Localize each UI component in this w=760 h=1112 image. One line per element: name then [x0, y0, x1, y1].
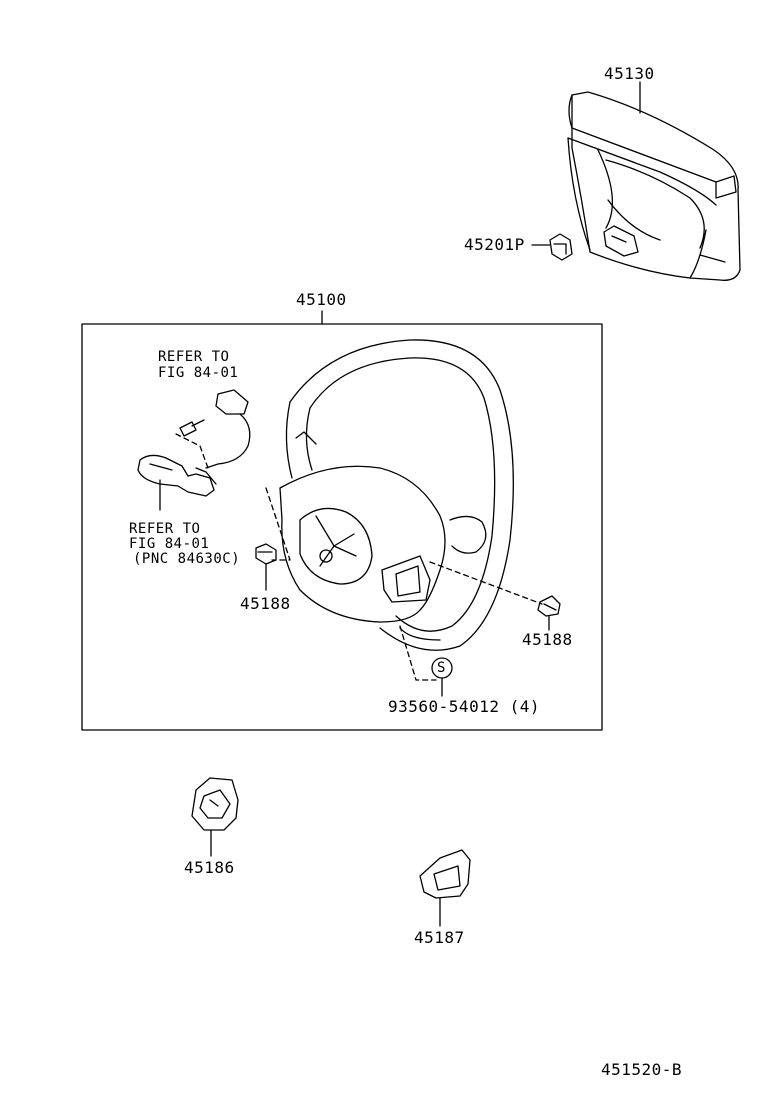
label-45186: 45186 [184, 858, 235, 877]
switch-harness [137, 389, 251, 497]
ref2-line2: FIG 84-01 [129, 536, 210, 552]
steering-wheel [279, 339, 514, 651]
label-45201p: 45201P [464, 235, 525, 254]
label-45100: 45100 [296, 290, 347, 309]
label-45188-right: 45188 [522, 630, 573, 649]
figure-id: 451520-B [601, 1060, 683, 1079]
ref2-line1: REFER TO [129, 521, 201, 537]
screw-symbol-letter: S [437, 660, 446, 676]
cover-45187 [419, 849, 471, 899]
ref1-line1: REFER TO [158, 349, 230, 365]
ref2-line3: (PNC 84630C) [133, 551, 241, 567]
screw-small [179, 419, 205, 437]
label-45187: 45187 [414, 928, 465, 947]
airbag-pad-45130 [567, 91, 741, 281]
bolt-45188-left [255, 543, 277, 565]
label-45188-left: 45188 [240, 594, 291, 613]
bolt-45188-right [537, 595, 561, 617]
label-93560: 93560-54012 (4) [388, 697, 540, 716]
assembly-box-45100 [81, 323, 603, 731]
ref1-line2: FIG 84-01 [158, 365, 239, 381]
label-45130: 45130 [604, 64, 655, 83]
nut-45201p [549, 233, 573, 261]
switch-45186 [191, 777, 239, 831]
guide-lines [175, 433, 543, 681]
